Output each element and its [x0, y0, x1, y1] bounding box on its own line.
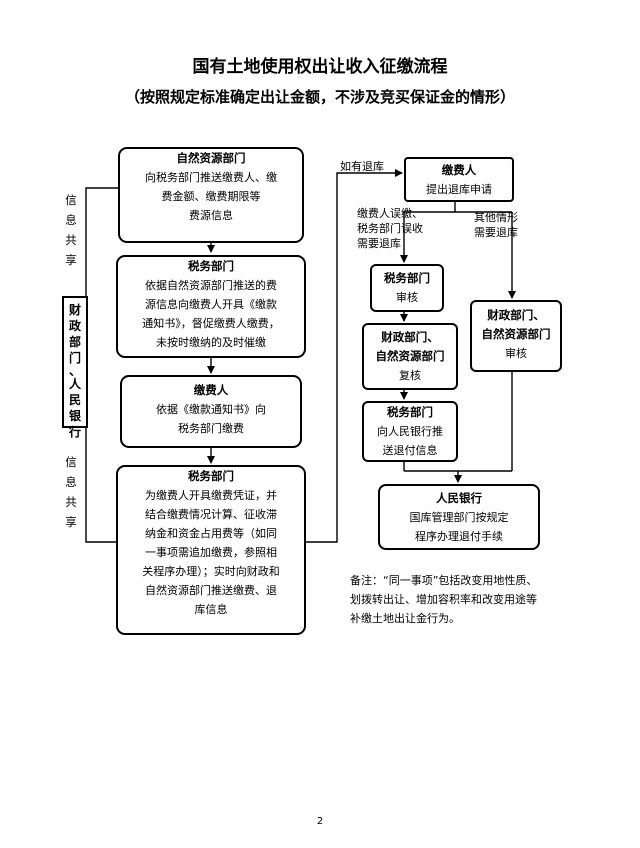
box-line: 审核: [505, 347, 527, 360]
box-line: 结合缴费情况计算、征收滞: [145, 508, 277, 521]
box-heading: 自然资源部门: [375, 349, 445, 363]
box-line: 纳金和资金占用费等（如同: [145, 527, 277, 540]
box-line: 费源信息: [189, 209, 233, 222]
box-heading: 缴费人: [193, 383, 229, 397]
natural-resources-box: 自然资源部门 向税务部门推送缴费人、缴 费金额、缴费期限等 费源信息: [118, 147, 304, 243]
box-line: 程序办理退付手续: [415, 530, 503, 543]
box-heading: 税务部门: [387, 405, 433, 419]
box-heading: 税务部门: [188, 469, 234, 483]
box-heading: 缴费人: [441, 163, 477, 177]
box-line: 向人民银行推: [377, 425, 443, 438]
box-heading: 人民银行: [436, 491, 482, 505]
box-line: 复核: [399, 369, 421, 382]
refund-label: 如有退库: [340, 160, 384, 173]
box-line: 依据《缴款通知书》向: [156, 403, 266, 416]
recheck-box: 财政部门、 自然资源部门 复核: [362, 323, 458, 390]
box-line: 提出退库申请: [426, 183, 492, 196]
info-share-bottom-label: 信息 共享: [65, 455, 77, 529]
box-heading: 自然资源部门: [481, 327, 551, 341]
box-line: 自然资源部门推送缴费、退: [145, 584, 277, 597]
refund-connector: [304, 169, 403, 543]
info-share-bracket: [85, 187, 118, 543]
box-line: 为缴费人开具缴费凭证，并: [145, 489, 277, 502]
tax-review-box: 税务部门 审核: [370, 264, 444, 312]
box-line: 国库管理部门按规定: [409, 511, 509, 524]
box-line: 税务部门缴费: [178, 422, 244, 435]
box-line: 库信息: [194, 603, 228, 616]
box-heading: 税务部门: [188, 259, 234, 273]
box-heading: 财政部门、: [487, 308, 545, 322]
box-line: 审核: [396, 291, 418, 304]
branch-left-label: 缴费人误缴、 税务部门误收 需要退库: [357, 207, 423, 250]
info-share-top-label: 信息 共享: [65, 193, 77, 267]
box-line: 费金额、缴费期限等: [161, 190, 261, 203]
box-heading: 自然资源部门: [176, 151, 246, 165]
tax-notice-box: 税务部门 依据自然资源部门推送的费 源信息向缴费人开具《缴款 通知书》，督促缴费…: [116, 255, 306, 358]
page-number: 2: [316, 816, 324, 827]
other-review-box: 财政部门、 自然资源部门 审核: [470, 300, 562, 372]
box-line: 一事项需追加缴费，参照相: [145, 546, 277, 559]
box-line: 送退付信息: [382, 444, 438, 457]
box-line: 依据自然资源部门推送的费: [145, 279, 277, 292]
finance-bank-box: 财政 部门 、人 民银 行: [62, 296, 88, 439]
page-title: 国有土地使用权出让收入征缴流程: [192, 57, 448, 77]
refund-payer-box: 缴费人 提出退库申请: [404, 157, 514, 202]
box-heading: 税务部门: [384, 271, 430, 285]
box-heading: 财政部门、: [381, 330, 439, 344]
footnote: 备注：“同一事项”包括改变用地性质、 划拨转出让、增加容积率和改变用途等 补缴土…: [350, 574, 538, 625]
box-line: 源信息向缴费人开具《缴款: [145, 298, 277, 311]
peoples-bank-box: 人民银行 国库管理部门按规定 程序办理退付手续: [378, 484, 540, 550]
payer-box: 缴费人 依据《缴款通知书》向 税务部门缴费: [120, 375, 302, 448]
box-line: 未按时缴纳的及时催缴: [156, 336, 266, 349]
box-line: 通知书》，督促缴费人缴费，: [142, 317, 280, 330]
tax-push-box: 税务部门 向人民银行推 送退付信息: [362, 401, 458, 462]
branch-right-label: 其他情形 需要退库: [474, 211, 518, 239]
box-line: 关程序办理）；实时向财政和: [142, 565, 280, 578]
tax-receipt-box: 税务部门 为缴费人开具缴费凭证，并 结合缴费情况计算、征收滞 纳金和资金占用费等…: [116, 465, 306, 635]
page-subtitle: （按照规定标准确定出让金额，不涉及竞买保证金的情形）: [124, 88, 515, 106]
box-line: 向税务部门推送缴费人、缴: [145, 171, 277, 184]
